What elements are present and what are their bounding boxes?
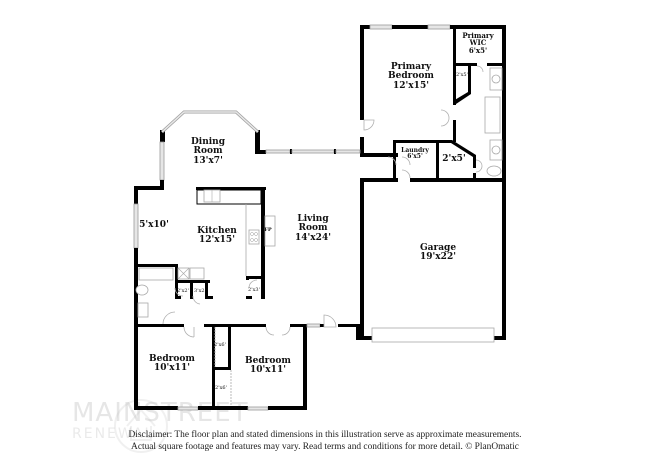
room-dims: 6'x5' (407, 153, 423, 161)
room-name: Bedroom (388, 71, 434, 82)
disclaimer: Disclaimer: The floor plan and stated di… (0, 429, 650, 453)
room-name: Primary (462, 31, 494, 40)
label-living-room: Living Room 14'x24' (295, 214, 331, 243)
room-name: Laundry (401, 147, 429, 154)
room-name: Dining (190, 137, 226, 147)
disclaimer-line-1: Disclaimer: The floor plan and stated di… (128, 430, 522, 440)
room-dims: 12'x15' (393, 80, 429, 91)
watermark-sub: RENEWAL (72, 426, 155, 442)
room-dims: 13'x7' (193, 155, 223, 166)
label-linen-closet-2: 3'x2' (194, 288, 206, 294)
label-pantry: 2'x3' (248, 287, 260, 293)
room-dims: 6'x5' (468, 45, 488, 55)
label-bedroom-closet-lower: 2'x6' (215, 385, 227, 391)
label-nook: 5'x10' (139, 220, 169, 230)
disclaimer-line-2: Actual square footage and features may v… (131, 442, 519, 452)
room-dims: 10'x11' (154, 363, 190, 374)
label-bedroom-left: Bedroom 10'x11' (149, 354, 195, 374)
room-name: Living (297, 214, 329, 224)
room-dims: 10'x11' (250, 365, 286, 376)
label-primary-wic: Primary WIC 6'x5' (462, 32, 493, 54)
room-name: Primary (390, 62, 432, 72)
label-fireplace: FP (264, 227, 272, 233)
room-name: Garage (419, 243, 457, 253)
room-name: Kitchen (197, 226, 237, 236)
label-garage: Garage 19'x22' (419, 243, 457, 263)
room-name: Bedroom (245, 356, 291, 366)
label-bedroom-closet-upper: 2'x6' (214, 342, 226, 348)
room-name: WIC (469, 38, 487, 48)
room-dims: 12'x15' (199, 235, 235, 246)
room-dims: 19'x22' (420, 252, 456, 263)
label-linen-closet-1: 2'x2' (177, 288, 189, 294)
label-primary-bedroom: Primary Bedroom 12'x15' (388, 62, 434, 91)
room-name: Bedroom (149, 354, 195, 364)
label-kitchen: Kitchen 12'x15' (197, 226, 237, 246)
label-laundry: Laundry 6'x5' (401, 147, 429, 161)
label-hall-closet: 2'x5' (442, 154, 466, 164)
watermark-brand: MAINSTREET (72, 398, 249, 428)
label-primary-small-closet: 2'x5' (456, 72, 468, 78)
label-dining-room: Dining Room 13'x7' (190, 137, 226, 166)
room-name: Room (298, 223, 328, 234)
room-dims: 14'x24' (295, 232, 331, 243)
room-name: Room (193, 146, 223, 157)
label-bedroom-right: Bedroom 10'x11' (245, 356, 291, 376)
